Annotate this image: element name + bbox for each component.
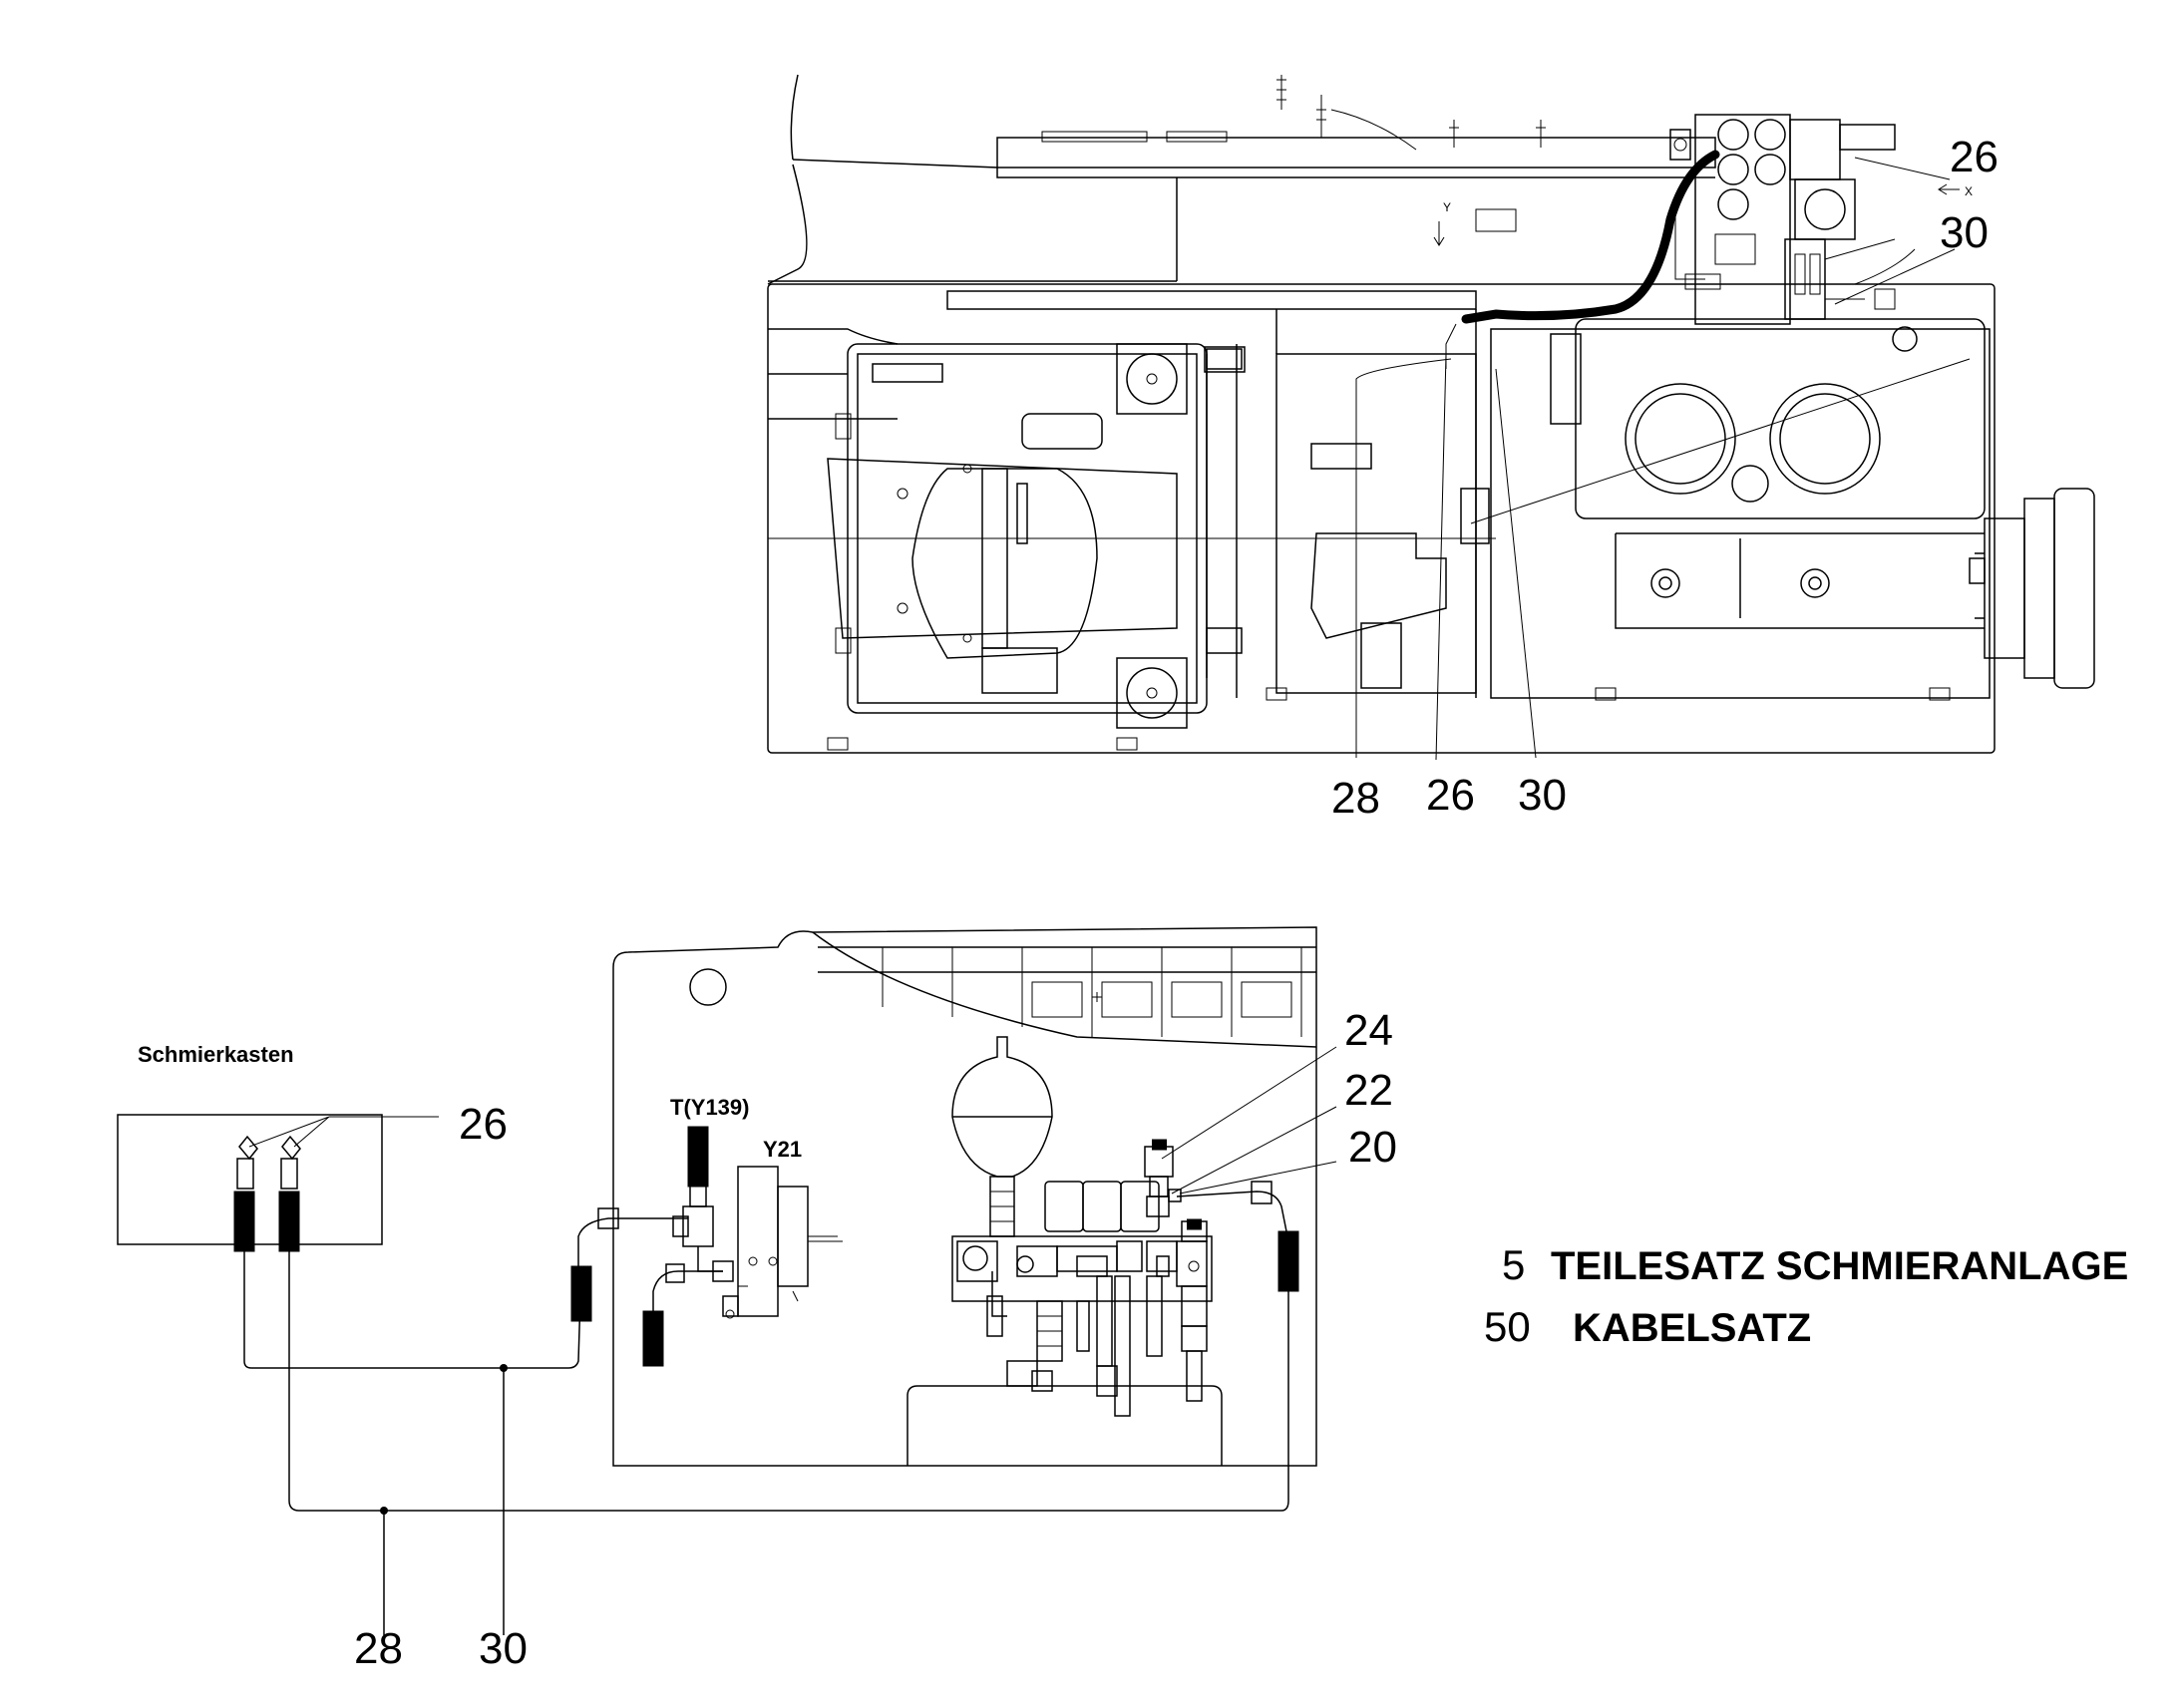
callout-bottom-30: 30 — [1518, 771, 1567, 820]
parts-list-text: KABELSATZ — [1573, 1306, 1811, 1350]
callout-top-26: 26 — [1950, 133, 1998, 181]
parts-list-number: 50 — [1484, 1303, 1531, 1350]
x-arrow-label: X — [1965, 184, 1973, 198]
callout-bottom-28: 28 — [1331, 774, 1380, 823]
callout-24: 24 — [1344, 1006, 1393, 1055]
callout-20: 20 — [1348, 1123, 1397, 1172]
callout-box-26: 26 — [459, 1100, 508, 1149]
parts-list: 5 TEILESATZ SCHMIERANLAGE 50 KABELSATZ — [1484, 1241, 2128, 1350]
label-y21: Y21 — [763, 1137, 802, 1162]
callout-top-30: 30 — [1940, 208, 1989, 257]
callout-bottom-30-lower: 30 — [479, 1624, 528, 1673]
parts-list-number: 5 — [1502, 1241, 1525, 1288]
callout-22: 22 — [1344, 1066, 1393, 1115]
callout-bottom-26: 26 — [1426, 771, 1475, 820]
label-t-y139: T(Y139) — [670, 1095, 749, 1120]
parts-list-text: TEILESATZ SCHMIERANLAGE — [1551, 1244, 2128, 1288]
y-arrow-label: Y — [1443, 200, 1451, 214]
lube-box-label: Schmierkasten — [138, 1042, 294, 1067]
callout-bottom-28-lower: 28 — [354, 1624, 403, 1673]
lower-lubrication-view: Schmierkasten 26 28 30 — [117, 926, 1397, 1673]
upper-machine-view: Y — [767, 74, 2095, 823]
